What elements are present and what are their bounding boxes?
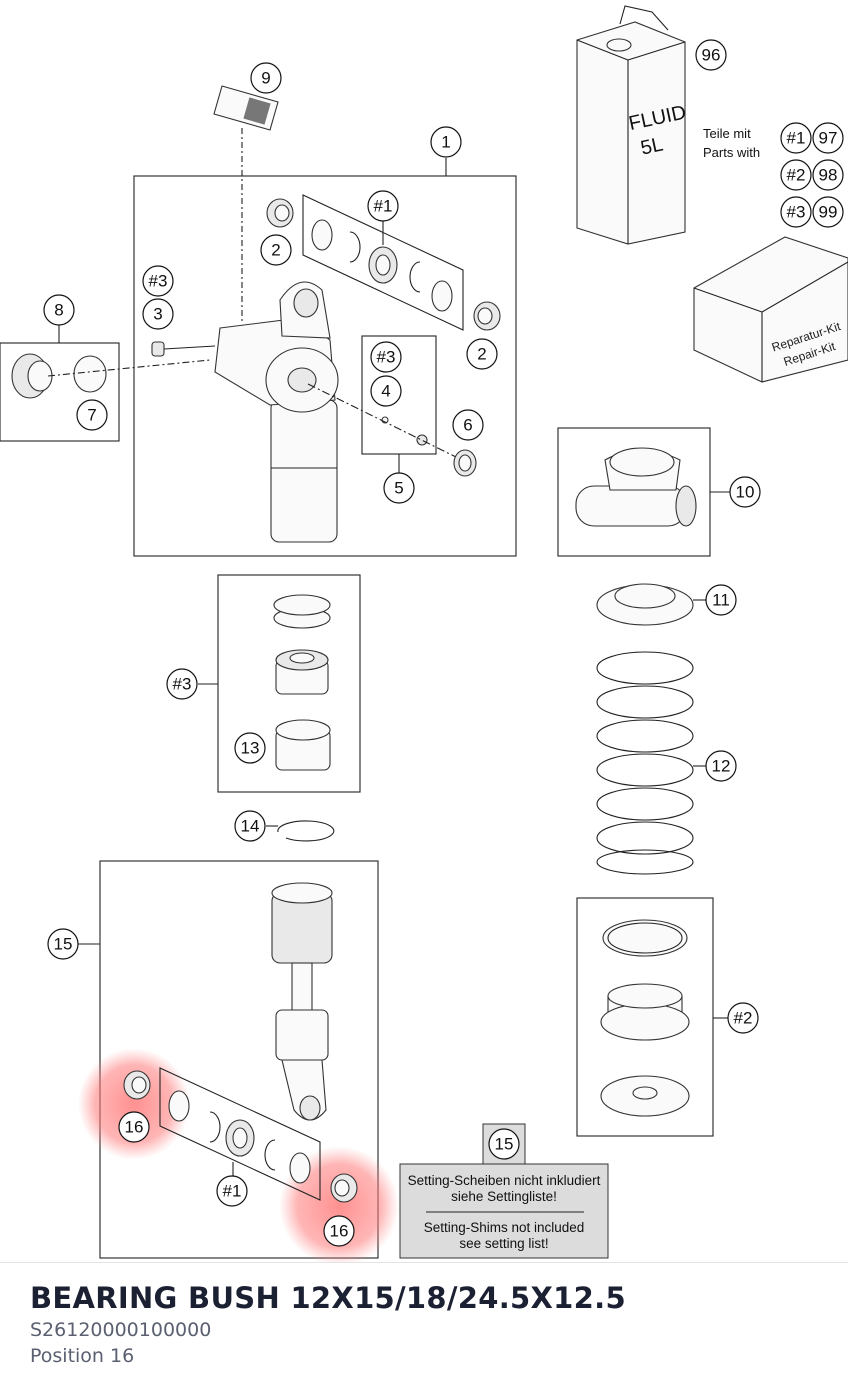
fluid-volume: 5L [639, 133, 665, 159]
callout-15[interactable] [47, 928, 79, 960]
fluid-can-96: FLUID 5L [576, 5, 688, 245]
callout-99-text: 99 [819, 203, 838, 222]
part-number: S26120000100000 [30, 1319, 212, 1341]
callout-1-text: 1 [441, 133, 450, 152]
shock-absorber-body [214, 281, 339, 543]
callout-12-text: 12 [712, 757, 731, 776]
callout-15-note-text: 15 [495, 1135, 514, 1154]
setting-note-en-2: see setting list! [459, 1236, 548, 1251]
bearing-bush-2-right [473, 301, 501, 331]
callout-kit-hash2-text: #2 [787, 166, 806, 185]
seal-head-3-group [198, 574, 361, 793]
callout-hash2[interactable] [727, 1002, 759, 1034]
callout-kit-hash3-text: #3 [787, 203, 806, 222]
callout-hash1-bottom[interactable] [216, 1175, 248, 1207]
spring-12 [596, 651, 706, 875]
callout-4-text: 4 [381, 382, 390, 401]
callout-8[interactable] [43, 294, 75, 326]
callout-hash1-top[interactable] [367, 190, 399, 222]
callout-kit-hash1[interactable] [780, 122, 812, 154]
callout-hash3-valve[interactable] [370, 341, 402, 373]
callout-9[interactable] [250, 62, 282, 94]
bearing-set-1-top [302, 194, 464, 331]
callout-13-text: 13 [241, 739, 260, 758]
callout-hash2-text: #2 [734, 1009, 753, 1028]
callout-5[interactable] [383, 472, 415, 504]
cap-6 [453, 449, 477, 477]
callout-16-left-text: 16 [125, 1118, 144, 1137]
callout-14[interactable] [234, 810, 266, 842]
callout-2-right[interactable] [466, 338, 498, 370]
callout-97-text: 97 [819, 129, 838, 148]
part-title: BEARING BUSH 12X15/18/24.5X12.5 [30, 1281, 626, 1315]
bolt-3 [151, 341, 216, 357]
callout-12[interactable] [705, 750, 737, 782]
callout-hash3-box[interactable] [166, 668, 198, 700]
sticker-9 [213, 85, 279, 322]
callout-16-right[interactable] [323, 1215, 355, 1247]
callout-6[interactable] [452, 409, 484, 441]
piston-rod-15-group [78, 860, 379, 1259]
callout-98[interactable] [812, 159, 844, 191]
callout-16-left[interactable] [118, 1111, 150, 1143]
callout-2-top[interactable] [260, 234, 292, 266]
callout-hash3-left-text: #3 [149, 272, 168, 291]
callout-11-text: 11 [712, 591, 730, 610]
circlip-14 [266, 820, 335, 842]
part-info-panel: BEARING BUSH 12X15/18/24.5X12.5 S2612000… [0, 1262, 848, 1391]
callout-10[interactable] [729, 476, 761, 508]
callout-16-right-text: 16 [330, 1222, 349, 1241]
repair-kit-box: Reparatur-Kit Repair-Kit [693, 236, 848, 383]
callout-97[interactable] [812, 122, 844, 154]
exploded-parts-diagram: FLUID 5L Teile mit Parts with Reparatur-… [0, 5, 848, 1262]
shock-body-group [133, 158, 517, 557]
callout-15-text: 15 [54, 935, 73, 954]
callout-hash1-top-text: #1 [374, 197, 393, 216]
callout-kit-hash1-text: #1 [787, 129, 806, 148]
callout-3-text: 3 [153, 305, 162, 324]
bearing-set-1-bottom [159, 1067, 321, 1201]
parts-with-en: Parts with [703, 145, 760, 160]
callout-9-text: 9 [261, 69, 270, 88]
callout-14-text: 14 [241, 817, 260, 836]
callout-hash1-bottom-text: #1 [223, 1182, 242, 1201]
callout-13[interactable] [234, 732, 266, 764]
callout-6-text: 6 [463, 416, 472, 435]
callout-3[interactable] [142, 298, 174, 330]
callout-15-note[interactable] [488, 1128, 520, 1160]
callout-96-text: 96 [702, 46, 721, 65]
spring-retainer-11 [596, 583, 706, 626]
setting-note-de-1: Setting-Scheiben nicht inkludiert [408, 1173, 601, 1188]
setting-note-en-1: Setting-Shims not included [424, 1220, 585, 1235]
callout-5-text: 5 [394, 479, 403, 498]
callout-7-text: 7 [87, 406, 96, 425]
callout-kit-hash2[interactable] [780, 159, 812, 191]
setting-note: Setting-Scheiben nicht inkludiert siehe … [399, 1123, 609, 1259]
callout-hash3-left[interactable] [142, 265, 174, 297]
setting-note-de-2: siehe Settingliste! [451, 1189, 557, 1204]
reservoir-10-group [557, 427, 730, 557]
callout-4[interactable] [370, 375, 402, 407]
highlight-position-16-left [78, 1048, 190, 1160]
callout-11[interactable] [705, 584, 737, 616]
bearing-bush-2-top [266, 198, 294, 228]
part-position: Position 16 [30, 1345, 135, 1367]
callout-96[interactable] [695, 39, 727, 71]
callout-1[interactable] [430, 126, 462, 158]
callout-2-top-text: 2 [271, 241, 280, 260]
callout-kit-hash3[interactable] [780, 196, 812, 228]
spring-adapter-2-group [576, 897, 728, 1137]
callout-hash3-valve-text: #3 [377, 348, 396, 367]
callout-hash3-box-text: #3 [173, 675, 192, 694]
parts-with-de: Teile mit [703, 126, 751, 141]
callout-7[interactable] [76, 399, 108, 431]
reservoir-cap-group [0, 325, 211, 442]
callout-99[interactable] [812, 196, 844, 228]
callout-2-right-text: 2 [477, 345, 486, 364]
bearing-bush-16-right [330, 1173, 358, 1203]
callout-98-text: 98 [819, 166, 838, 185]
callout-10-text: 10 [736, 483, 755, 502]
callout-8-text: 8 [54, 301, 63, 320]
bearing-bush-16-left [123, 1070, 151, 1100]
